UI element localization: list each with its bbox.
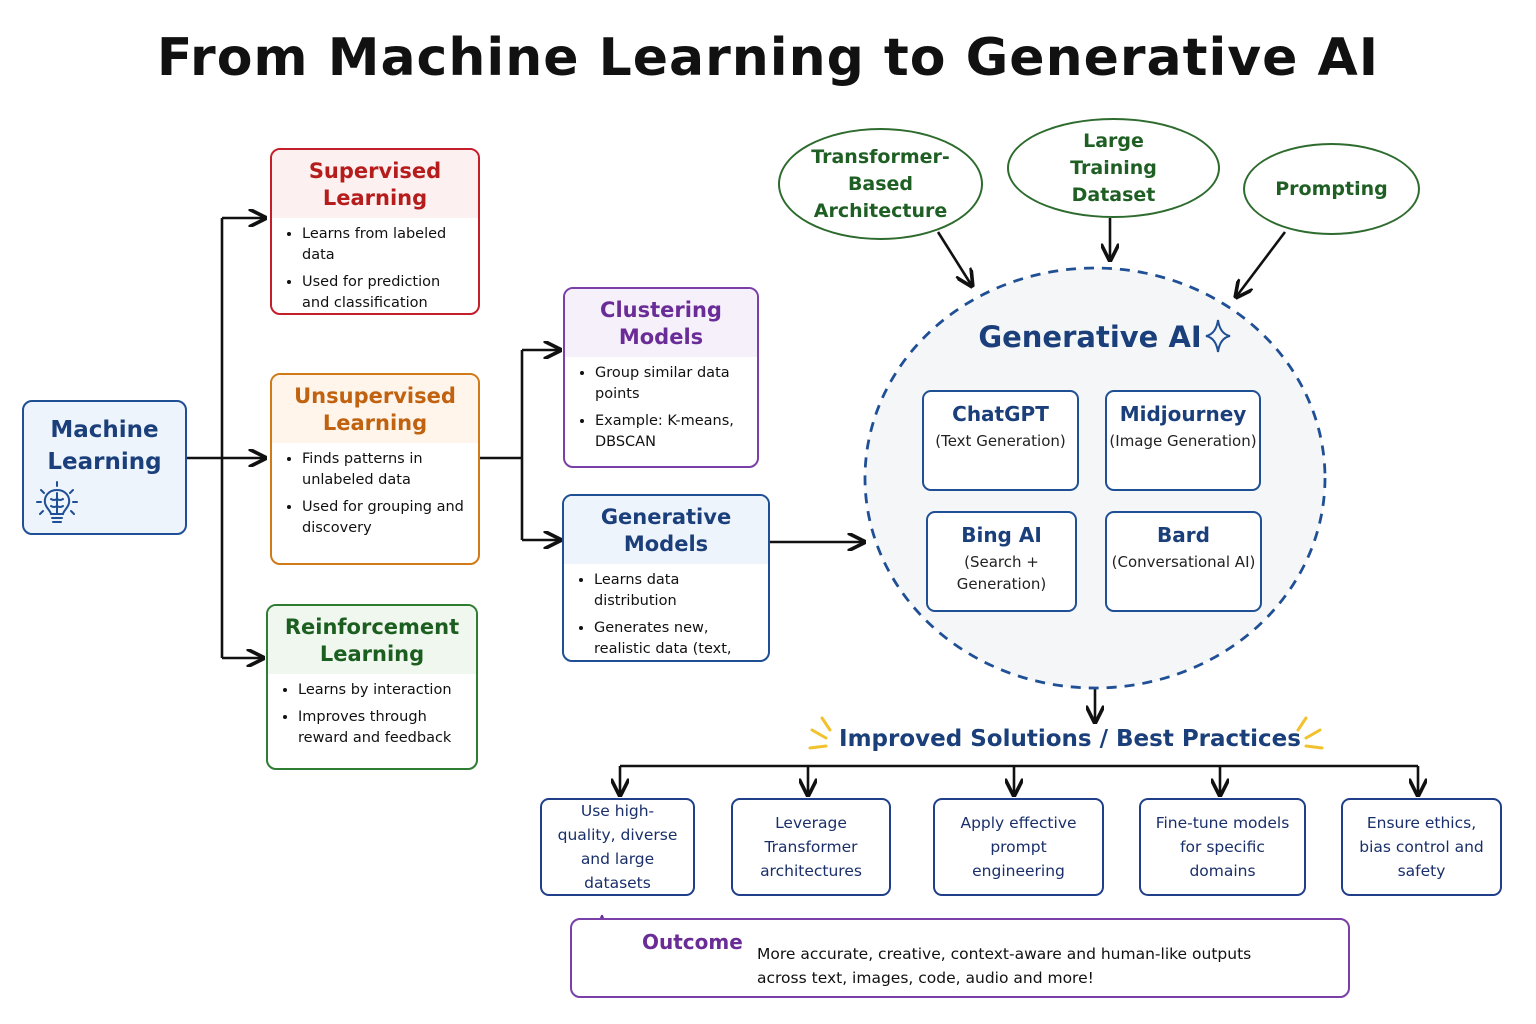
outcome-label: Outcome <box>642 930 743 954</box>
supervised-learning-box: Supervised Learning Learns from labeled … <box>270 148 480 315</box>
practice-box: Apply effective prompt engineering <box>933 798 1104 896</box>
arrow-from-transformer <box>936 231 972 286</box>
bullet-item: Example: K-means, DBSCAN <box>595 411 749 453</box>
machine-learning-label: Machine Learning <box>47 417 162 475</box>
tool-name: Bard <box>1157 523 1210 547</box>
tool-name: Midjourney <box>1119 402 1247 426</box>
clustering-models-bullets: Group similar data points Example: K-mea… <box>565 363 757 453</box>
improved-solutions-title: Improved Solutions / Best Practices <box>839 726 1301 752</box>
sparkle-icon <box>1205 319 1231 353</box>
tool-name: ChatGPT <box>952 402 1049 426</box>
tool-name: Bing AI <box>961 523 1042 547</box>
tool-description: (Image Generation) <box>1109 432 1257 450</box>
bullet-item: Learns from labeled data <box>302 224 470 266</box>
clustering-models-box: Clustering Models Group similar data poi… <box>563 287 759 468</box>
practice-label: Fine-tune models for specific domains <box>1155 814 1290 880</box>
clustering-models-title: Clustering Models <box>565 289 757 357</box>
unsupervised-learning-title: Unsupervised Learning <box>272 375 478 443</box>
large-training-dataset-oval: Large Training Dataset <box>1007 118 1220 218</box>
oval-label: Transformer-Based Architecture <box>811 145 950 222</box>
practice-label: Leverage Transformer architectures <box>760 814 862 880</box>
practice-label: Apply effective prompt engineering <box>960 814 1077 880</box>
midjourney-box: Midjourney (Image Generation) <box>1105 390 1261 491</box>
bullet-item: Learns by interaction <box>298 680 468 701</box>
generative-models-title: Generative Models <box>564 496 768 564</box>
lightbulb-brain-icon <box>36 481 78 523</box>
oval-label: Large Training Dataset <box>1070 129 1157 206</box>
practice-box: Use high-quality, diverse and large data… <box>540 798 695 896</box>
tool-description: (Search + Generation) <box>956 553 1047 593</box>
supervised-learning-bullets: Learns from labeled data Used for predic… <box>272 224 478 313</box>
practice-label: Ensure ethics, bias control and safety <box>1359 814 1484 880</box>
supervised-learning-title: Supervised Learning <box>272 150 478 218</box>
transformer-architecture-oval: Transformer-Based Architecture <box>778 128 983 240</box>
bard-box: Bard (Conversational AI) <box>1105 511 1262 612</box>
generative-models-box: Generative Models Learns data distributi… <box>562 494 770 662</box>
page-title: From Machine Learning to Generative AI <box>156 28 1380 88</box>
reinforcement-learning-title: Reinforcement Learning <box>268 606 476 674</box>
highlight-rays-icon <box>808 716 1324 750</box>
bullet-item: Learns data distribution <box>594 570 760 612</box>
outcome-box <box>570 918 1350 998</box>
bullet-item: Finds patterns in unlabeled data <box>302 449 470 491</box>
prompting-oval: Prompting <box>1243 143 1420 235</box>
tool-description: (Text Generation) <box>935 432 1066 450</box>
practice-box: Leverage Transformer architectures <box>731 798 891 896</box>
bing-ai-box: Bing AI (Search + Generation) <box>926 511 1077 612</box>
bullet-item: Group similar data points <box>595 363 749 405</box>
bullet-item: Improves through reward and feedback <box>298 707 468 749</box>
generative-ai-title: Generative AI <box>978 320 1202 354</box>
chatgpt-box: ChatGPT (Text Generation) <box>922 390 1079 491</box>
unsupervised-learning-bullets: Finds patterns in unlabeled data Used fo… <box>272 449 478 539</box>
arrow-from-prompting <box>1236 231 1287 297</box>
generative-models-bullets: Learns data distribution Generates new, … <box>564 570 768 660</box>
reinforcement-learning-bullets: Learns by interaction Improves through r… <box>268 680 476 749</box>
practice-box: Fine-tune models for specific domains <box>1139 798 1306 896</box>
reinforcement-learning-box: Reinforcement Learning Learns by interac… <box>266 604 478 770</box>
bullet-item: Generates new, realistic data (text, ima… <box>594 618 760 660</box>
outcome-text: More accurate, creative, context-aware a… <box>757 945 1252 987</box>
oval-label: Prompting <box>1275 177 1388 200</box>
practice-box: Ensure ethics, bias control and safety <box>1341 798 1502 896</box>
bullet-item: Used for grouping and discovery <box>302 497 470 539</box>
tool-description: (Conversational AI) <box>1111 553 1256 571</box>
unsupervised-learning-box: Unsupervised Learning Finds patterns in … <box>270 373 480 565</box>
practice-label: Use high-quality, diverse and large data… <box>557 802 678 892</box>
bullet-item: Used for prediction and classification <box>302 272 470 313</box>
